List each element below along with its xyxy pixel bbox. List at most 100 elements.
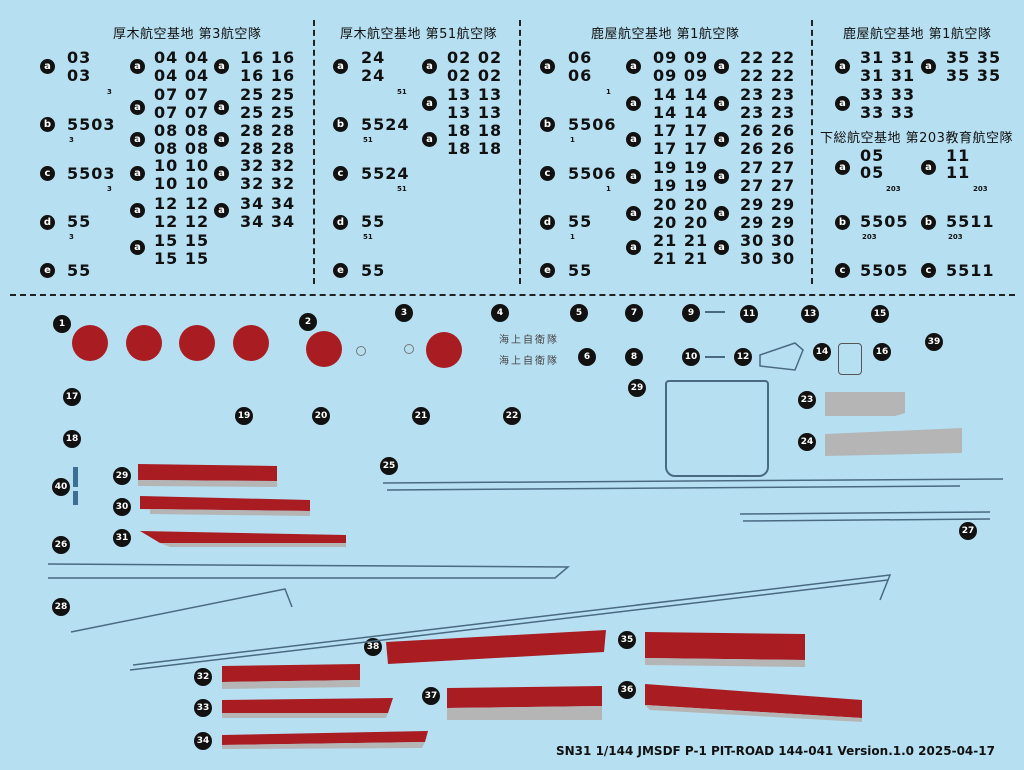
part-number-29b: 29 (628, 379, 646, 397)
part-number-2: 2 (299, 313, 317, 331)
badge-a: a (422, 132, 437, 147)
decal-number: 12 12 (154, 194, 210, 213)
decal-number: 25 25 (240, 85, 296, 104)
decal-number: 19 19 (653, 158, 709, 177)
line-decal (47, 563, 571, 579)
red-stripe-decal (645, 632, 805, 660)
decal-number: 55 (67, 261, 92, 280)
part-number-1: 1 (53, 315, 71, 333)
decal-number: 28 28 (240, 121, 296, 140)
badge-a: a (214, 132, 229, 147)
part-number-12: 12 (734, 348, 752, 366)
hinomaru-roundel (233, 325, 269, 361)
part-number-36: 36 (618, 681, 636, 699)
section-divider (519, 20, 521, 284)
red-stripe-decal (645, 684, 862, 718)
part-number-6: 6 (578, 348, 596, 366)
decal-number: 5505 (860, 261, 909, 280)
decal-number: 07 07 (154, 85, 210, 104)
red-stripe-decal (138, 464, 277, 481)
decal-small-number: 51 (397, 88, 407, 96)
decal-small-number: 51 (363, 233, 373, 241)
decal-number: 02 02 (447, 66, 503, 85)
decal-number: 26 26 (740, 121, 796, 140)
badge-a: a (626, 132, 641, 147)
decal-number: 30 30 (740, 249, 796, 268)
decal-number: 20 20 (653, 213, 709, 232)
decal-number: 5511 (946, 212, 995, 231)
decal-number: 5511 (946, 261, 995, 280)
part-number-9: 9 (682, 304, 700, 322)
decal-number: 24 (361, 66, 386, 85)
decal-number: 15 15 (154, 249, 210, 268)
part-number-27: 27 (959, 522, 977, 540)
decal-number: 55 (568, 261, 593, 280)
decal-number: 25 25 (240, 103, 296, 122)
badge-a: a (835, 59, 850, 74)
badge-b: b (333, 117, 348, 132)
grey-panel-decal (825, 428, 962, 456)
part-number-29: 29 (113, 467, 131, 485)
grey-stripe-decal (222, 742, 425, 749)
decal-small-number: 3 (69, 233, 74, 241)
part-outline (759, 342, 804, 371)
part-number-5: 5 (570, 304, 588, 322)
badge-a: a (714, 169, 729, 184)
decal-number: 18 18 (447, 139, 503, 158)
decal-number: 14 14 (653, 103, 709, 122)
part-number-20: 20 (312, 407, 330, 425)
decal-number: 09 09 (653, 48, 709, 67)
red-stripe-decal (140, 496, 310, 511)
part-number-19: 19 (235, 407, 253, 425)
part-number-22: 22 (503, 407, 521, 425)
badge-a: a (422, 59, 437, 74)
section-header-shimofusa-203: 下総航空基地 第203教育航空隊 (820, 131, 1013, 146)
decal-number: 34 34 (240, 194, 296, 213)
decal-number: 18 18 (447, 121, 503, 140)
badge-a: a (333, 59, 348, 74)
line-decal (386, 485, 961, 491)
decal-small-number: 3 (69, 136, 74, 144)
decal-number: 35 35 (946, 48, 1002, 67)
red-stripe-decal (222, 664, 360, 682)
decal-number: 09 09 (653, 66, 709, 85)
decal-number: 08 08 (154, 121, 210, 140)
panel-outline-icon (838, 343, 862, 375)
part-number-31: 31 (113, 529, 131, 547)
badge-a: a (835, 160, 850, 175)
decal-number: 16 16 (240, 48, 296, 67)
decal-number: 5524 (361, 115, 410, 134)
decal-number: 05 (860, 163, 885, 182)
hatch-outline-icon (665, 380, 769, 477)
arrow-icon (705, 356, 725, 358)
badge-b: b (540, 117, 555, 132)
red-stripe-decal (386, 630, 606, 664)
decal-number: 55 (361, 261, 386, 280)
decal-number: 22 22 (740, 66, 796, 85)
part-number-37: 37 (422, 687, 440, 705)
part-number-4: 4 (491, 304, 509, 322)
decal-number: 5503 (67, 164, 116, 183)
badge-a: a (40, 59, 55, 74)
section-header-atsugi-3: 厚木航空基地 第3航空隊 (113, 27, 262, 42)
badge-d: d (540, 215, 555, 230)
badge-a: a (214, 166, 229, 181)
decal-small-number: 51 (397, 185, 407, 193)
badge-d: d (333, 215, 348, 230)
section-header-atsugi-51: 厚木航空基地 第51航空隊 (340, 27, 498, 42)
decal-number: 23 23 (740, 103, 796, 122)
decal-small-number: 3 (107, 88, 112, 96)
decal-small-number: 51 (363, 136, 373, 144)
arrow-icon (705, 311, 725, 313)
decal-number: 5506 (568, 115, 617, 134)
decal-small-number: 203 (862, 233, 877, 241)
decal-number: 03 (67, 48, 92, 67)
badge-a: a (130, 132, 145, 147)
small-roundel-icon (404, 344, 414, 354)
decal-number: 31 31 (860, 48, 916, 67)
decal-number: 55 (568, 212, 593, 231)
badge-a: a (214, 100, 229, 115)
part-number-34: 34 (194, 732, 212, 750)
badge-a: a (626, 59, 641, 74)
decal-small-number: 1 (606, 185, 611, 193)
